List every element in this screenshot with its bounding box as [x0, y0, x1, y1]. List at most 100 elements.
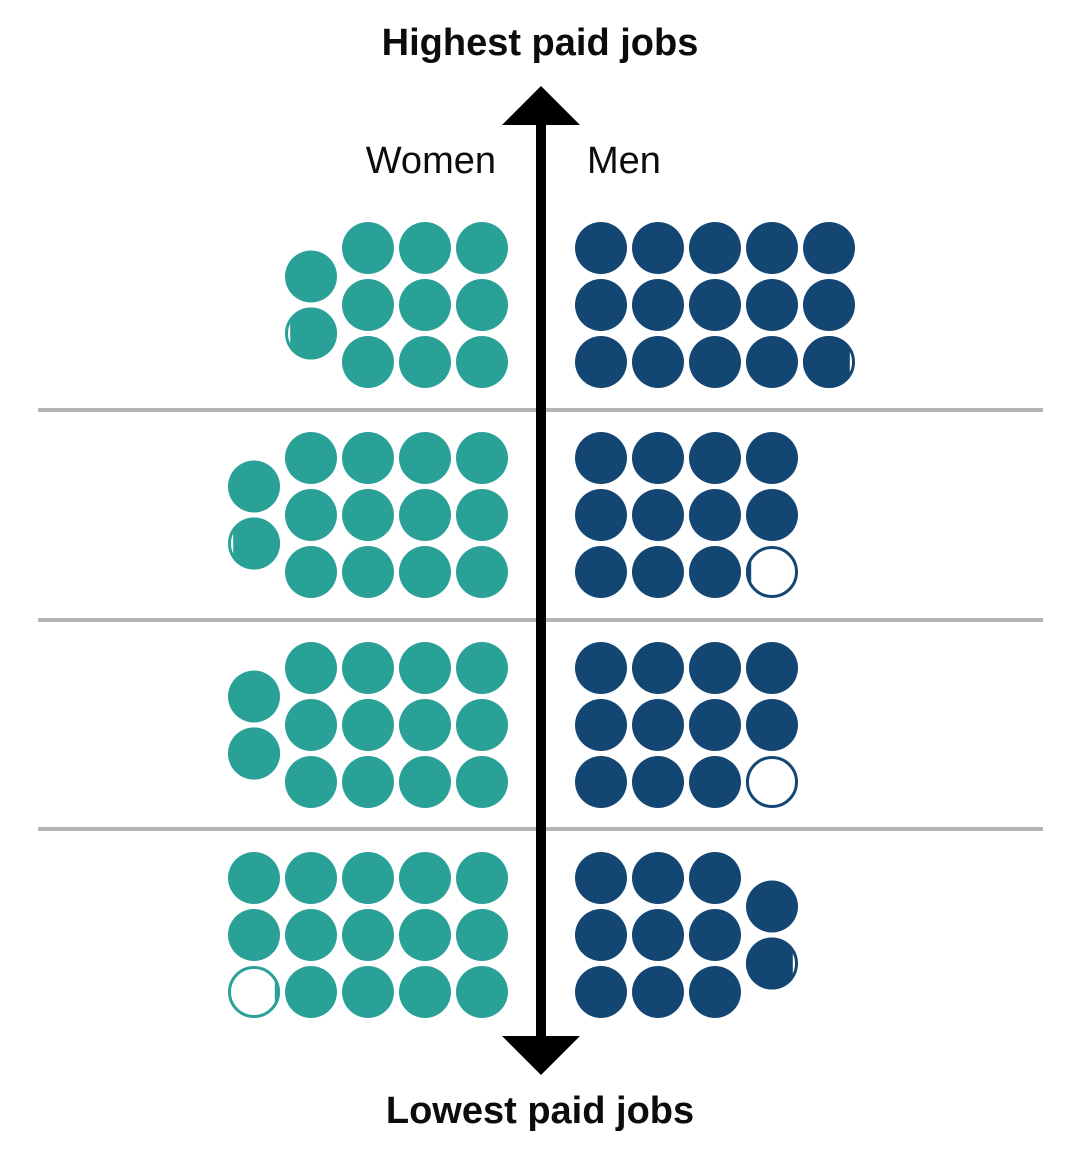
men-person-icon: [632, 336, 684, 388]
men-person-icon: [632, 852, 684, 904]
axis-bottom-label: Lowest paid jobs: [385, 1090, 695, 1132]
men-person-icon: [689, 546, 741, 598]
men-person-icon: [689, 642, 741, 694]
women-person-icon: [342, 336, 394, 388]
women-person-icon: [228, 852, 280, 904]
women-person-icon: [342, 546, 394, 598]
men-person-icon: [575, 336, 627, 388]
women-person-icon: [399, 852, 451, 904]
women-person-icon: [399, 642, 451, 694]
men-partial-fill: [746, 937, 793, 990]
down-arrow-icon: [502, 1036, 580, 1075]
women-person-icon: [342, 642, 394, 694]
men-partial-fill: [803, 336, 850, 388]
men-person-icon: [575, 546, 627, 598]
women-person-icon: [456, 642, 508, 694]
women-person-icon: [399, 966, 451, 1018]
women-person-icon: [285, 250, 337, 303]
women-person-icon: [285, 756, 337, 808]
men-person-icon: [632, 432, 684, 484]
men-person-icon: [803, 222, 855, 274]
women-person-icon: [285, 642, 337, 694]
women-person-icon: [399, 489, 451, 541]
women-person-icon: [342, 489, 394, 541]
women-person-icon: [285, 432, 337, 484]
men-person-icon: [689, 852, 741, 904]
men-person-icon: [575, 222, 627, 274]
men-person-icon: [689, 279, 741, 331]
men-person-icon: [689, 336, 741, 388]
women-person-icon: [342, 756, 394, 808]
men-partial-fill: [746, 756, 749, 808]
women-person-icon: [399, 279, 451, 331]
men-person-icon: [575, 966, 627, 1018]
women-person-icon: [342, 909, 394, 961]
women-person-icon: [285, 966, 337, 1018]
men-partial-fill: [746, 546, 752, 598]
women-person-icon: [399, 336, 451, 388]
women-partial-fill: [274, 966, 280, 1018]
women-partial-fill: [233, 517, 280, 570]
women-person-icon: [456, 756, 508, 808]
men-person-icon: [632, 489, 684, 541]
men-person-icon: [575, 699, 627, 751]
axis-top-label: Highest paid jobs: [381, 22, 699, 64]
women-person-icon: [399, 756, 451, 808]
women-person-icon: [456, 279, 508, 331]
women-person-icon: [285, 699, 337, 751]
women-person-icon: [228, 670, 280, 723]
women-person-icon: [399, 909, 451, 961]
women-person-icon: [399, 222, 451, 274]
men-person-icon: [632, 699, 684, 751]
women-person-icon: [342, 699, 394, 751]
women-person-icon: [285, 909, 337, 961]
men-person-icon: [689, 756, 741, 808]
men-person-icon: [689, 489, 741, 541]
men-person-icon: [575, 432, 627, 484]
men-person-icon: [689, 909, 741, 961]
men-person-icon: [632, 642, 684, 694]
women-partial-person-icon: [228, 966, 280, 1018]
men-person-icon: [632, 279, 684, 331]
men-person-icon: [575, 279, 627, 331]
men-person-icon: [746, 222, 798, 274]
women-person-icon: [342, 222, 394, 274]
women-person-icon: [228, 460, 280, 513]
women-person-icon: [285, 852, 337, 904]
men-person-icon: [689, 699, 741, 751]
women-person-icon: [456, 489, 508, 541]
men-person-icon: [632, 222, 684, 274]
women-person-icon: [342, 852, 394, 904]
men-person-icon: [575, 489, 627, 541]
women-person-icon: [456, 336, 508, 388]
women-person-icon: [285, 546, 337, 598]
men-person-icon: [575, 642, 627, 694]
women-group-label: Women: [365, 140, 496, 182]
men-person-icon: [632, 909, 684, 961]
axis-line: [536, 120, 546, 1040]
men-group-label: Men: [587, 140, 661, 182]
women-person-icon: [456, 546, 508, 598]
men-person-icon: [746, 880, 798, 933]
men-person-icon: [746, 432, 798, 484]
women-person-icon: [456, 852, 508, 904]
women-person-icon: [456, 699, 508, 751]
up-arrow-icon: [502, 86, 580, 125]
men-person-icon: [575, 852, 627, 904]
men-person-icon: [689, 432, 741, 484]
women-partial-fill: [290, 307, 337, 360]
men-person-icon: [689, 222, 741, 274]
men-person-icon: [632, 546, 684, 598]
women-person-icon: [399, 546, 451, 598]
men-person-icon: [746, 699, 798, 751]
men-person-icon: [689, 966, 741, 1018]
men-person-icon: [746, 489, 798, 541]
men-partial-person-icon: [746, 756, 798, 808]
men-person-icon: [575, 756, 627, 808]
women-person-icon: [342, 966, 394, 1018]
women-person-icon: [456, 222, 508, 274]
women-person-icon: [285, 489, 337, 541]
women-person-icon: [342, 432, 394, 484]
women-person-icon: [456, 432, 508, 484]
